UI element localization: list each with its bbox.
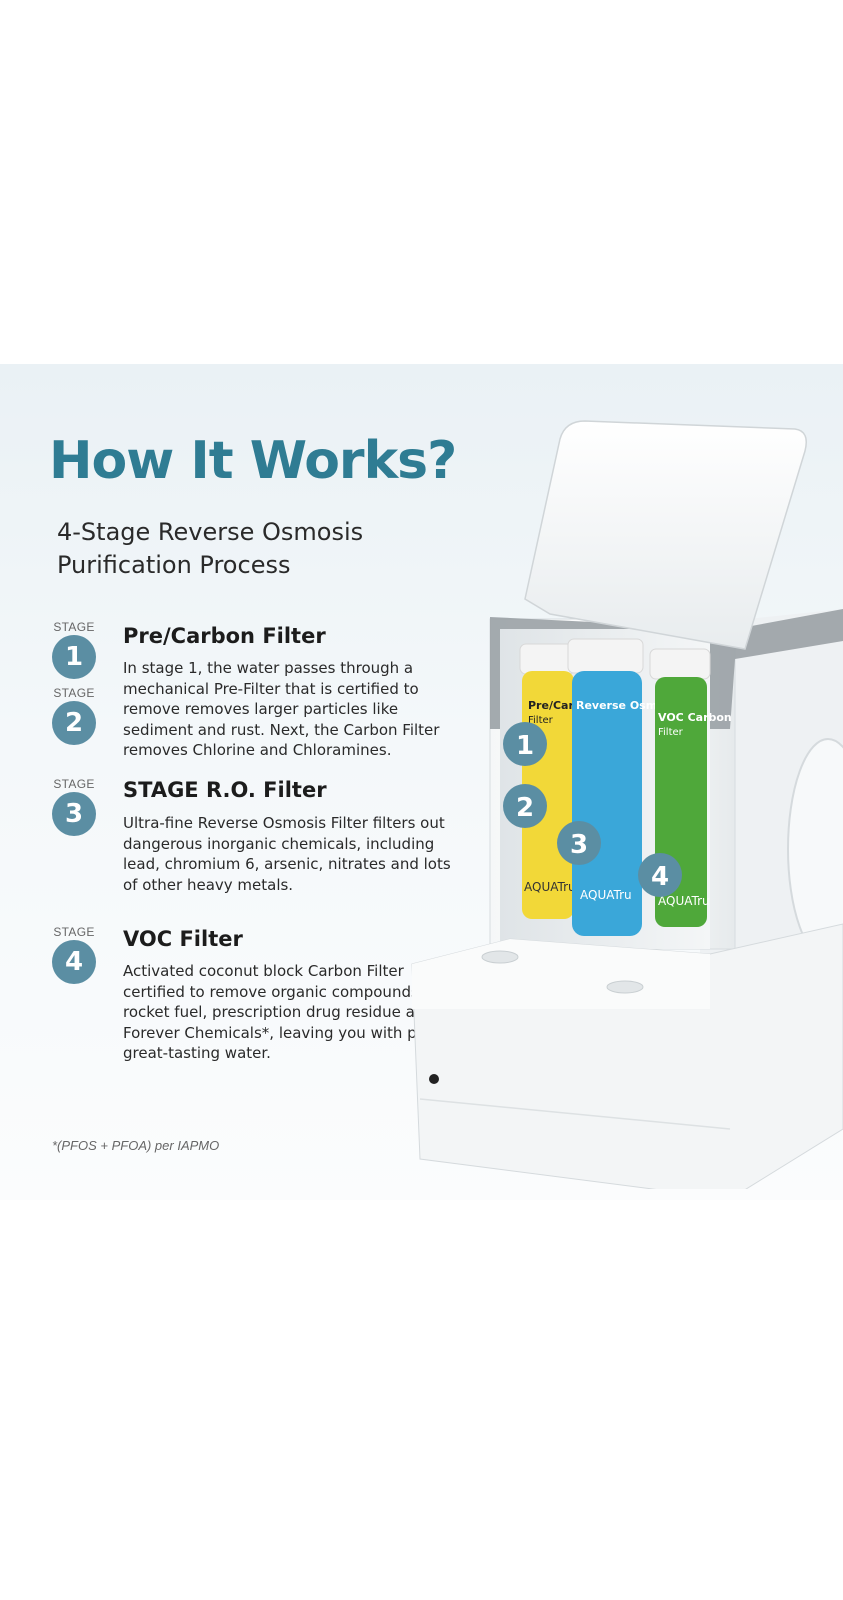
- stage-label-3: STAGE: [53, 777, 95, 791]
- filter-marker-3: 3: [557, 821, 601, 865]
- filter-marker-4: 4: [638, 853, 682, 897]
- svg-text:Filter: Filter: [528, 715, 554, 726]
- stage-badge-1: 1: [52, 635, 96, 679]
- stage-label-2: STAGE: [53, 686, 95, 700]
- stage-heading-pre-carbon: Pre/Carbon Filter: [123, 624, 326, 648]
- svg-text:3: 3: [570, 830, 588, 860]
- stage-body-pre-carbon: In stage 1, the water passes through a m…: [123, 659, 440, 759]
- stage-body-ro: Ultra-fine Reverse Osmosis Filter filter…: [123, 814, 451, 894]
- base-port-1: [481, 950, 519, 964]
- stage-label-1: STAGE: [53, 620, 95, 634]
- base-port-2: [606, 980, 644, 994]
- stage-badge-4: 4: [52, 940, 96, 984]
- power-port: [429, 1074, 439, 1084]
- svg-text:VOC Carbon: VOC Carbon: [658, 711, 732, 724]
- page-title: How It Works?: [49, 431, 457, 491]
- svg-text:4: 4: [651, 862, 669, 892]
- stage-heading-voc: VOC Filter: [123, 927, 243, 951]
- stage-label-4: STAGE: [53, 925, 95, 939]
- how-it-works-panel: How It Works? 4-Stage Reverse Osmosis Pu…: [0, 364, 843, 1200]
- stage-badge-2: 2: [52, 701, 96, 745]
- svg-text:Filter: Filter: [658, 727, 684, 738]
- svg-text:2: 2: [516, 793, 534, 823]
- filter-marker-2: 2: [503, 784, 547, 828]
- page-subtitle: 4-Stage Reverse Osmosis Purification Pro…: [57, 518, 364, 579]
- svg-text:AQUATru: AQUATru: [580, 888, 632, 902]
- svg-text:AQUATru: AQUATru: [524, 880, 576, 894]
- stage-body-voc: Activated coconut block Carbon Filter ce…: [123, 962, 450, 1062]
- water-purifier-illustration: Pre/Carbon Filter AQUATru Reverse Osmosi…: [411, 420, 843, 1189]
- svg-text:1: 1: [516, 731, 534, 761]
- footnote: *(PFOS + PFOA) per IAPMO: [52, 1138, 220, 1153]
- filter-marker-1: 1: [503, 722, 547, 766]
- svg-text:AQUATru: AQUATru: [658, 894, 710, 908]
- filter-cartridge-2: Reverse Osmosis AQUATru: [567, 638, 682, 936]
- stage-heading-ro: STAGE R.O. Filter: [123, 778, 327, 802]
- device-lid: [524, 420, 807, 650]
- stage-badge-3: 3: [52, 792, 96, 836]
